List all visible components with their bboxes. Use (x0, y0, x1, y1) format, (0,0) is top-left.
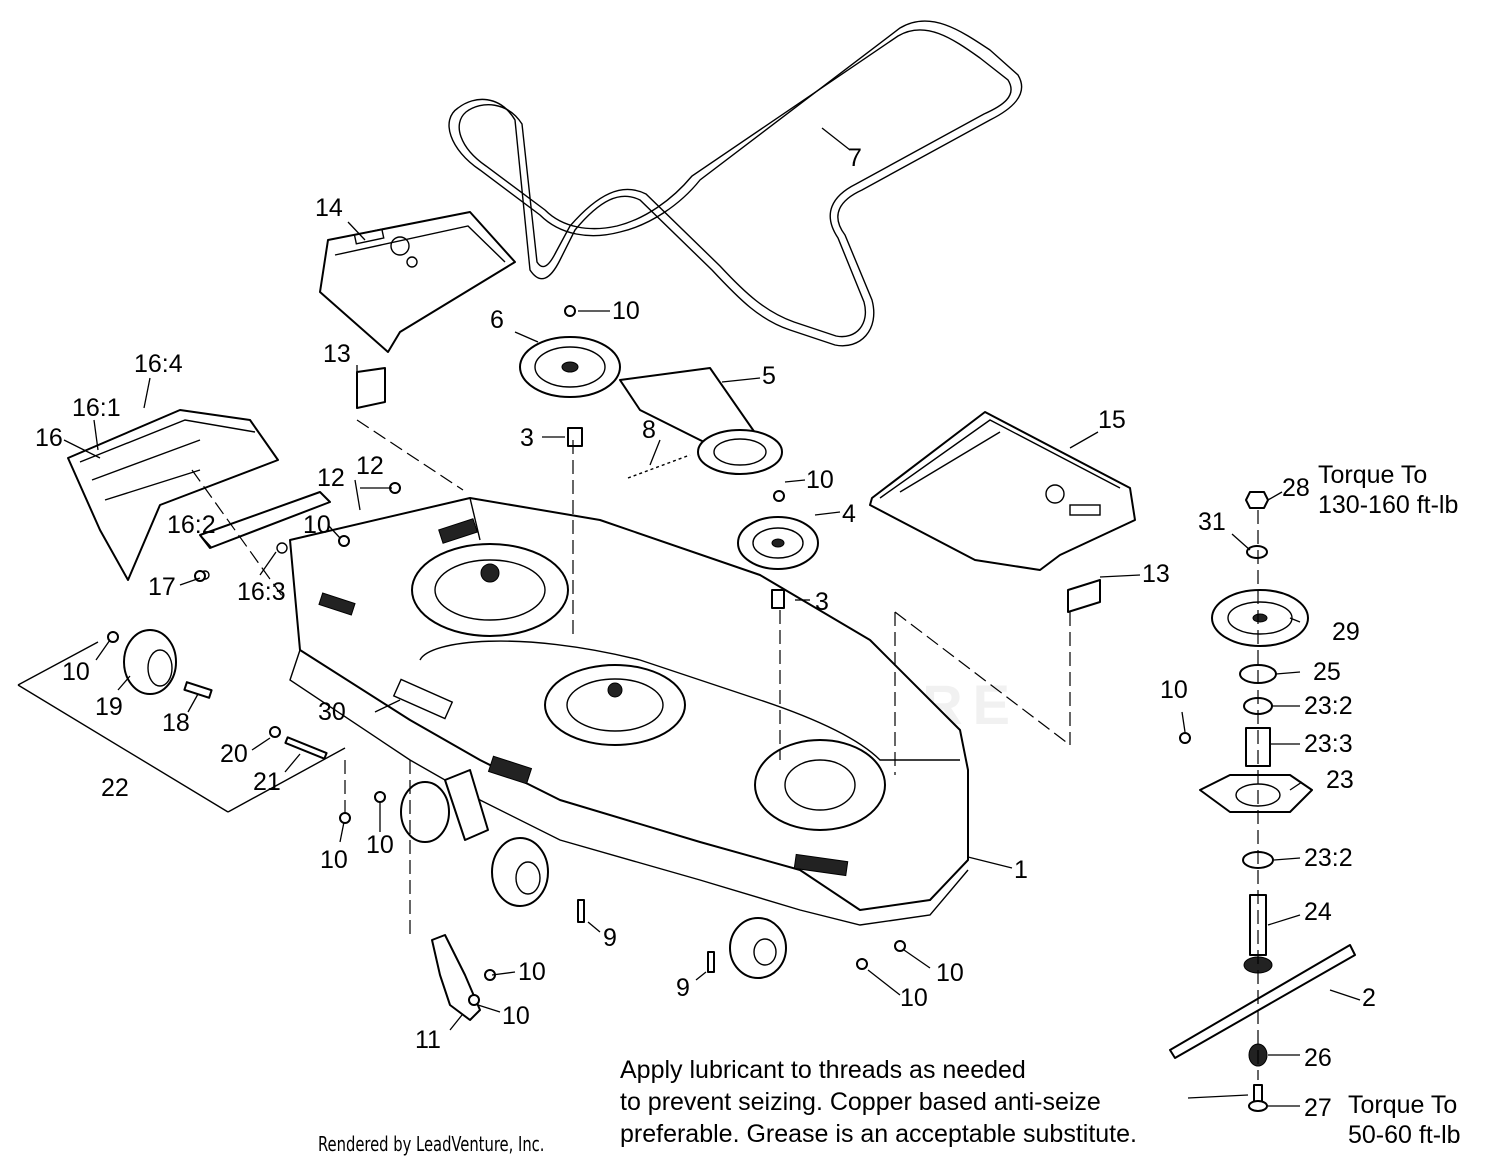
callout-23-2a: 23:2 (1304, 692, 1353, 720)
callout-10d: 10 (62, 658, 90, 686)
render-credit: Rendered by LeadVenture, Inc. (318, 1132, 545, 1156)
callout-13a: 13 (323, 340, 351, 368)
callout-12b: 12 (356, 452, 384, 480)
callout-8: 8 (642, 416, 656, 444)
callout-9a: 9 (603, 924, 617, 952)
callout-10b: 10 (806, 466, 834, 494)
callout-10a: 10 (612, 297, 640, 325)
callout-19: 19 (95, 693, 123, 721)
callout-23-3: 23:3 (1304, 730, 1353, 758)
leader-lines (63, 127, 1361, 1107)
belt-cover-left (319, 211, 516, 353)
callout-13b: 13 (1142, 560, 1170, 588)
callout-10k: 10 (936, 959, 964, 987)
callout-9b: 9 (676, 974, 690, 1002)
callout-28: 28 (1282, 474, 1310, 502)
callout-21: 21 (253, 768, 281, 796)
idler-assembly (519, 336, 783, 479)
callout-16-2: 16:2 (167, 511, 216, 539)
callout-10e: 10 (1160, 676, 1188, 704)
callout-14: 14 (315, 194, 343, 222)
callout-5: 5 (762, 362, 776, 390)
callout-10i: 10 (502, 1002, 530, 1030)
spindle-assembly (1169, 491, 1356, 1112)
torque-note-top: Torque To 130-160 ft-lb (1318, 461, 1459, 519)
callout-24: 24 (1304, 898, 1332, 926)
belt-cover-right (869, 411, 1136, 571)
callout-7: 7 (848, 144, 862, 172)
callout-16-3: 16:3 (237, 578, 286, 606)
callout-23: 23 (1326, 766, 1354, 794)
callout-27: 27 (1304, 1094, 1332, 1122)
callout-22: 22 (101, 774, 129, 802)
chute-bracket (199, 491, 331, 580)
callout-23-2b: 23:2 (1304, 844, 1353, 872)
alignment-lines (191, 419, 1259, 1080)
callout-11: 11 (415, 1026, 441, 1054)
pulley-4 (737, 516, 819, 609)
callout-10g: 10 (366, 831, 394, 859)
callout-26: 26 (1304, 1044, 1332, 1072)
callout-20: 20 (220, 740, 248, 768)
callout-17: 17 (148, 573, 176, 601)
callout-10h: 10 (518, 958, 546, 986)
deck-shell (289, 497, 969, 979)
callout-18: 18 (162, 709, 190, 737)
baffle (431, 934, 481, 1021)
callout-25: 25 (1313, 658, 1341, 686)
callout-16-4: 16:4 (134, 350, 183, 378)
callout-6: 6 (490, 306, 504, 334)
torque-note-bottom: Torque To 50-60 ft-lb (1348, 1091, 1461, 1149)
callout-4: 4 (842, 500, 856, 528)
callout-29: 29 (1332, 618, 1360, 646)
belt (448, 20, 1023, 347)
callout-31: 31 (1198, 508, 1226, 536)
callout-30: 30 (318, 698, 346, 726)
callout-labels: 1 2 3 3 4 5 6 7 8 9 9 10 10 10 10 10 10 … (35, 144, 1376, 1122)
callout-3b: 3 (815, 588, 829, 616)
callout-12a: 12 (317, 464, 345, 492)
callout-10f: 10 (320, 846, 348, 874)
callout-15: 15 (1098, 406, 1126, 434)
callout-16-1: 16:1 (72, 394, 121, 422)
lubricant-note: Apply lubricant to threads as needed to … (620, 1056, 1137, 1148)
callout-2: 2 (1362, 984, 1376, 1012)
callout-10j: 10 (900, 984, 928, 1012)
callout-10c: 10 (303, 511, 331, 539)
callout-1: 1 (1014, 856, 1028, 884)
discharge-chute (67, 409, 279, 581)
fastener-nuts (194, 305, 1191, 1006)
anti-scalp-wheel (17, 629, 346, 813)
callout-16: 16 (35, 424, 63, 452)
callout-3a: 3 (520, 424, 534, 452)
